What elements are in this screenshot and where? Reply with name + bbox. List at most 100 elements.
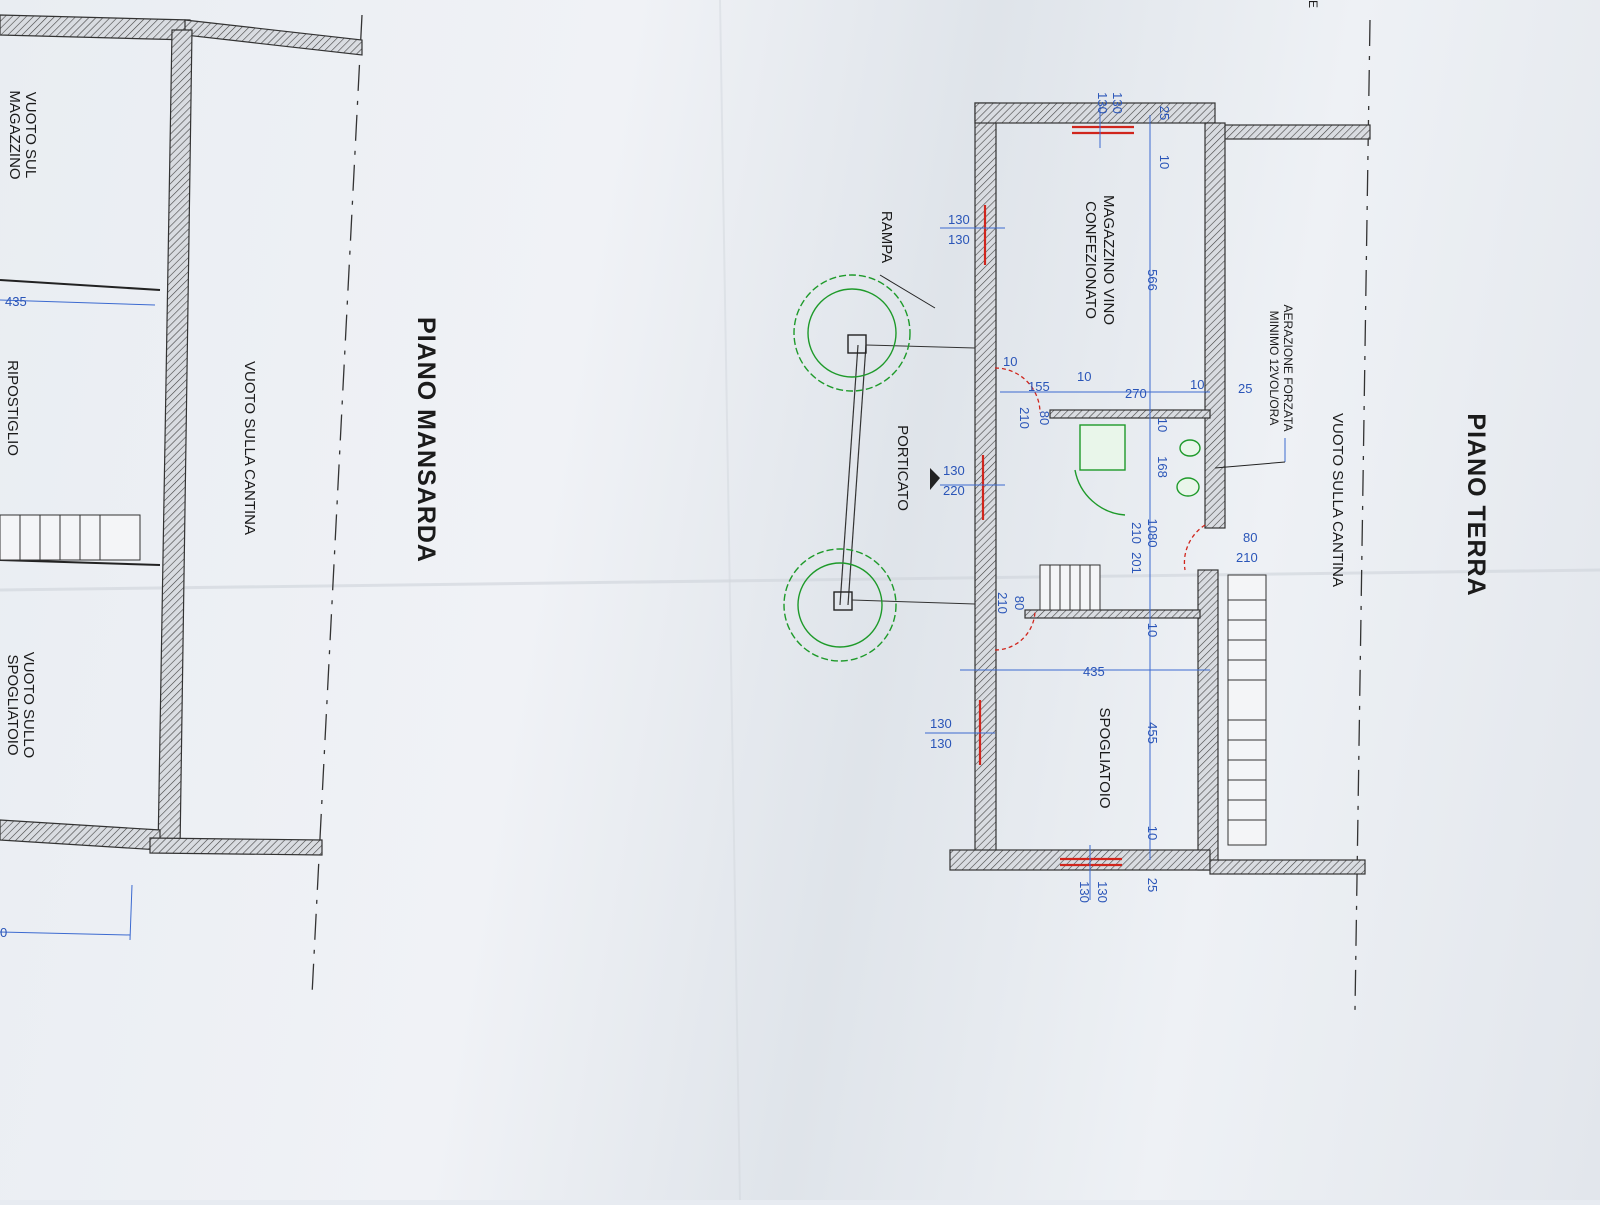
attic-dim-435: 435: [5, 294, 27, 309]
dim-thk-25-bottom: 25: [1145, 878, 1160, 892]
dim-thk-25-top: 25: [1157, 106, 1172, 120]
dim-win-left-h: 130: [948, 232, 970, 247]
svg-text:566: 566: [1145, 269, 1160, 291]
wall-top-extension: [1214, 124, 1371, 140]
stair-external: [1227, 574, 1267, 846]
dim-10-a: 10: [1003, 354, 1017, 369]
svg-text:MAGAZZINO: MAGAZZINO: [6, 90, 23, 179]
tree-upper-icon: [793, 274, 911, 392]
svg-text:210: 210: [1129, 522, 1144, 544]
dim-thk-10-top: 10: [1157, 155, 1172, 169]
svg-text:10: 10: [1145, 826, 1160, 840]
svg-text:10: 10: [1145, 623, 1160, 637]
dim-win-bottom-h: 130: [1077, 881, 1092, 903]
ramp-label: RAMPA: [878, 211, 895, 263]
ramp-leader: [879, 274, 936, 309]
attic-stair: [0, 514, 141, 561]
portico-arrow-icon: [930, 468, 940, 490]
ground-void-label: VUOTO SULLA CANTINA: [1329, 413, 1346, 587]
dim-210: 210: [1129, 522, 1144, 544]
attic-dim-line: [0, 931, 131, 936]
washbasin-fixture: [1179, 439, 1201, 457]
ground-boundary-line: [1354, 19, 1371, 1011]
svg-text:80: 80: [1012, 596, 1027, 610]
dim-win-top-w: 130: [1110, 92, 1125, 114]
attic-dim-edge-fragment: 0: [0, 925, 7, 940]
wall-right-lower: [1197, 569, 1219, 871]
dim-door-80-c: 80: [1012, 596, 1027, 610]
svg-text:PIANO MANSARDA: PIANO MANSARDA: [412, 317, 440, 563]
svg-text:1080: 1080: [1145, 519, 1160, 548]
toilet-fixture: [1176, 477, 1200, 497]
dim-270: 270: [1125, 386, 1147, 401]
shower-fixture: [1079, 424, 1126, 471]
svg-text:130: 130: [1077, 881, 1092, 903]
wall-internal-changing: [1024, 609, 1201, 619]
svg-text:80: 80: [1037, 411, 1052, 425]
svg-text:130: 130: [1110, 92, 1125, 114]
svg-text:RIPOSTIGLIO: RIPOSTIGLIO: [4, 360, 21, 456]
ventilation-leader: [1214, 461, 1286, 469]
svg-text:10: 10: [1157, 155, 1172, 169]
stair-internal: [1039, 564, 1101, 611]
attic-boundary-line: [311, 14, 363, 996]
dimension-lines: [925, 105, 1210, 900]
paper-fold: [719, 0, 741, 1201]
svg-text:10: 10: [1155, 418, 1170, 432]
wall-top: [974, 102, 1216, 124]
dim-10-c: 10: [1077, 369, 1091, 384]
svg-text:VUOTO SULLA CANTINA: VUOTO SULLA CANTINA: [241, 361, 258, 535]
svg-text:130: 130: [1095, 92, 1110, 114]
dim-portico-130: 130: [943, 463, 965, 478]
attic-partition-upper: [0, 279, 161, 291]
column-lower: [833, 591, 853, 611]
door-wc: [1183, 524, 1206, 571]
svg-text:SPOGLIATOIO: SPOGLIATOIO: [4, 654, 21, 755]
attic-wall-top: [0, 14, 191, 41]
wall-right-upper: [1204, 122, 1226, 529]
dim-win-bl-w: 130: [930, 716, 952, 731]
ground-floor-title: PIANO TERRA: [1462, 413, 1490, 596]
edge-fragment-text: E: [1306, 0, 1320, 8]
svg-text:RAMPA: RAMPA: [878, 211, 895, 263]
dim-435: 435: [1083, 664, 1105, 679]
attic-partition-lower: [0, 559, 161, 566]
attic-room-void-changing: VUOTO SULLO SPOGLIATOIO: [4, 652, 37, 758]
dim-win-bl-h: 130: [930, 736, 952, 751]
attic-floor-title: PIANO MANSARDA: [412, 317, 440, 563]
svg-text:VUOTO SUL: VUOTO SUL: [22, 92, 39, 178]
dim-1080: 1080: [1145, 519, 1160, 548]
attic-dim-line: [129, 884, 133, 941]
dim-door-210-c: 210: [995, 592, 1010, 614]
wall-bottom-extension: [1209, 859, 1366, 875]
room-label-wine-store: MAGAZZINO VINO CONFEZIONATO: [1082, 195, 1117, 325]
svg-text:SPOGLIATOIO: SPOGLIATOIO: [1096, 707, 1113, 808]
attic-room-storage: RIPOSTIGLIO: [4, 360, 21, 456]
attic-dim-line: [0, 299, 156, 306]
svg-text:168: 168: [1155, 456, 1170, 478]
svg-text:25: 25: [1145, 878, 1160, 892]
attic-wall-right: [157, 29, 193, 851]
dim-win-left-w: 130: [948, 212, 970, 227]
svg-text:455: 455: [1145, 722, 1160, 744]
dim-10-f: 10: [1145, 826, 1160, 840]
dim-201: 201: [1129, 552, 1144, 574]
attic-wall-top-extension: [184, 19, 363, 56]
dim-win-bottom-w: 130: [1095, 881, 1110, 903]
door-wine-store: [994, 367, 1041, 414]
attic-void-label: VUOTO SULLA CANTINA: [241, 361, 258, 535]
svg-text:25: 25: [1157, 106, 1172, 120]
dim-thk-25-right: 25: [1238, 381, 1252, 396]
svg-text:MAGAZZINO VINO: MAGAZZINO VINO: [1100, 195, 1117, 325]
svg-text:VUOTO SULLA CANTINA: VUOTO SULLA CANTINA: [1329, 413, 1346, 587]
dim-win-top-h: 130: [1095, 92, 1110, 114]
dim-10-b: 10: [1190, 377, 1204, 392]
dim-10-d: 10: [1155, 418, 1170, 432]
svg-text:130: 130: [1095, 881, 1110, 903]
shower-screen: [1074, 469, 1126, 516]
dim-566: 566: [1145, 269, 1160, 291]
ramp-edge: [865, 344, 976, 349]
attic-wall-bottom-extension: [149, 837, 323, 856]
